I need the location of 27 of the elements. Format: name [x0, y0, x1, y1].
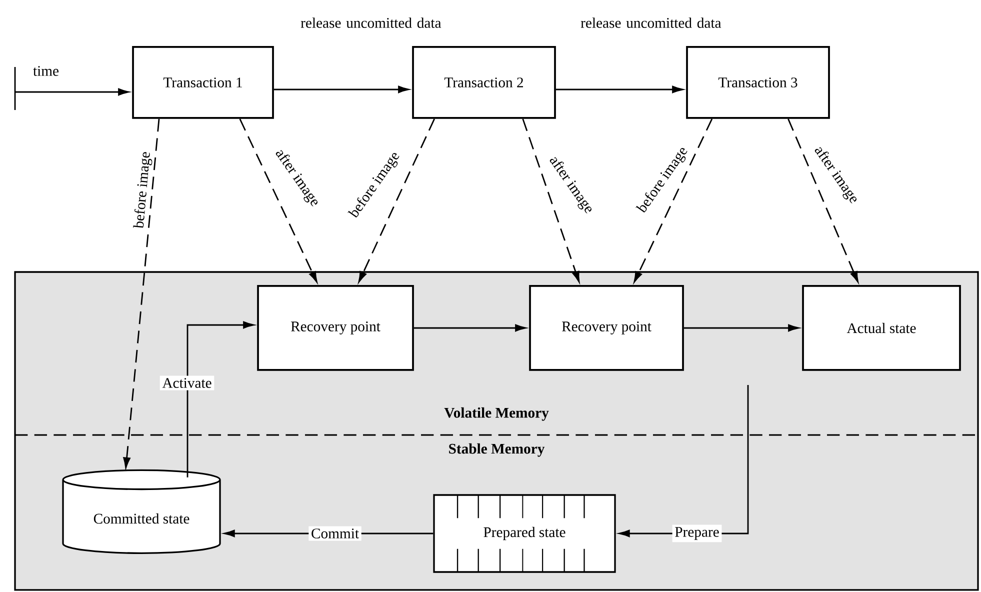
arrow: [414, 324, 526, 332]
arrow: [556, 86, 684, 94]
transaction-box: Transaction 1: [132, 46, 274, 119]
arrow: [634, 118, 713, 282]
edge-label: Activate: [160, 376, 214, 390]
arrow: [274, 86, 410, 94]
arrow: [358, 118, 435, 282]
state-box: Recovery point: [257, 285, 414, 371]
arrow: [788, 118, 858, 282]
edge-label: before image: [133, 152, 152, 228]
arrow: [239, 118, 318, 282]
edge-label: release uncomitted data: [300, 18, 442, 28]
state-box: Actual state: [802, 285, 961, 371]
queue-box: Prepared state: [433, 494, 616, 573]
transaction-box: Transaction 2: [412, 46, 556, 119]
transaction-box: Transaction 3: [686, 46, 830, 119]
arrow: [14, 66, 130, 111]
arrow: [123, 118, 160, 468]
edge-label: Commit: [308, 526, 362, 541]
edge-label: time: [33, 66, 59, 76]
edge-label: release uncomitted data: [580, 18, 722, 28]
state-box: Recovery point: [529, 285, 684, 371]
arrow: [186, 321, 254, 478]
arrow: [684, 324, 799, 332]
edge-label: Prepare: [672, 524, 722, 542]
storage-cylinder: Committed state: [62, 469, 221, 554]
arrow: [522, 118, 580, 282]
